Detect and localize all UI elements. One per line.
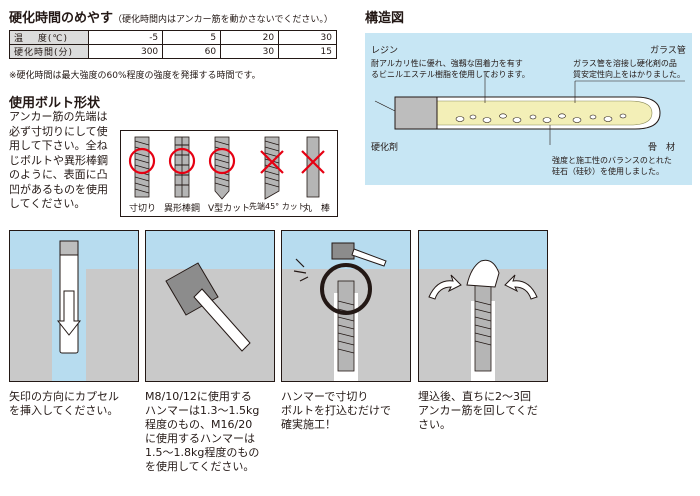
table-row: 硬化時間(分) 300 60 30 15 [9,44,337,59]
step-panel-1 [9,230,139,382]
bolt-shapes-illustration [128,136,325,200]
bolt-label-round: 丸 棒 [303,204,331,214]
step-1-caption: 矢印の方向にカプセルを挿入してください。 [9,390,119,417]
v-cut-bolt-icon [208,136,236,200]
round-bar-icon [301,136,325,198]
threaded-rod-icon [128,136,156,198]
bolt-label-vcut: V型カット [208,204,251,214]
bolt-shape-text: アンカー筋の先端は必ず寸切りにして使用して下さい。全ね じボルトや異形棒鋼のよう… [9,110,108,210]
hardener-label: 硬化剤 [371,143,399,153]
resin-label: レジン [371,46,399,56]
structure-diagram: レジン 耐アルカリ性に優れ、強靱な固着力を有するビニルエステル樹脂を使用しており… [365,33,692,185]
rotate-anchor-icon [428,259,538,381]
capsule-illustration [374,71,685,145]
step-2-caption: M8/10/12に使用するハンマーは1.3～1.5kg 程度のもの、M16/20… [145,390,260,473]
structure-title: 構造図 [365,11,405,26]
capsule-insert-icon [52,240,86,381]
aggregate-description: 強度と施工性のバランスのとれた硅石（硅砂）を使用しました。 [552,156,672,176]
bolt-label-deformed: 異形棒鋼 [164,204,201,214]
cure-time-title: 硬化時間のめやす（硬化時間内はアンカー筋を動かさないでください。） [9,11,333,26]
glass-tube-label: ガラス管 [650,46,686,56]
step-panel-3 [281,230,411,382]
bolt-shapes-box: 寸切り 異形棒鋼 V型カット 先端45° カット 丸 棒 [120,130,338,217]
bolt-shape-title: 使用ボルト形状 [9,96,101,111]
step-4-caption: 埋込後、直ちに2～3回アンカー筋を回してください。 [418,390,538,431]
hammer-icon [165,262,251,352]
deformed-bar-icon [168,136,196,198]
step-panel-4 [418,230,548,382]
resin-description: 耐アルカリ性に優れ、強靱な固着力を有するビニルエステル樹脂を使用しております。 [371,59,530,79]
aggregate-label: 骨 材 [648,143,676,153]
glass-tube-description: ガラス管を溶接し硬化剤の品質安定性向上をはかりました。 [573,59,685,79]
cure-footnote: ※硬化時間は最大強度の60%程度の強度を発揮する時間です。 [9,71,261,81]
bolt-driving-icon [293,242,387,381]
angled-cut-bolt-icon [260,136,284,200]
step-3-caption: ハンマーで寸切りボルトを打込むだけで確実施工！ [281,390,391,431]
cure-time-table: 温 度(℃) -5 5 20 30 硬化時間(分) 300 60 30 15 [9,30,337,59]
bolt-label-threaded: 寸切り [129,204,157,214]
table-row: 温 度(℃) -5 5 20 30 [9,30,337,45]
bolt-label-angled: 先端45° カット [249,202,306,211]
step-panel-2 [145,230,275,382]
